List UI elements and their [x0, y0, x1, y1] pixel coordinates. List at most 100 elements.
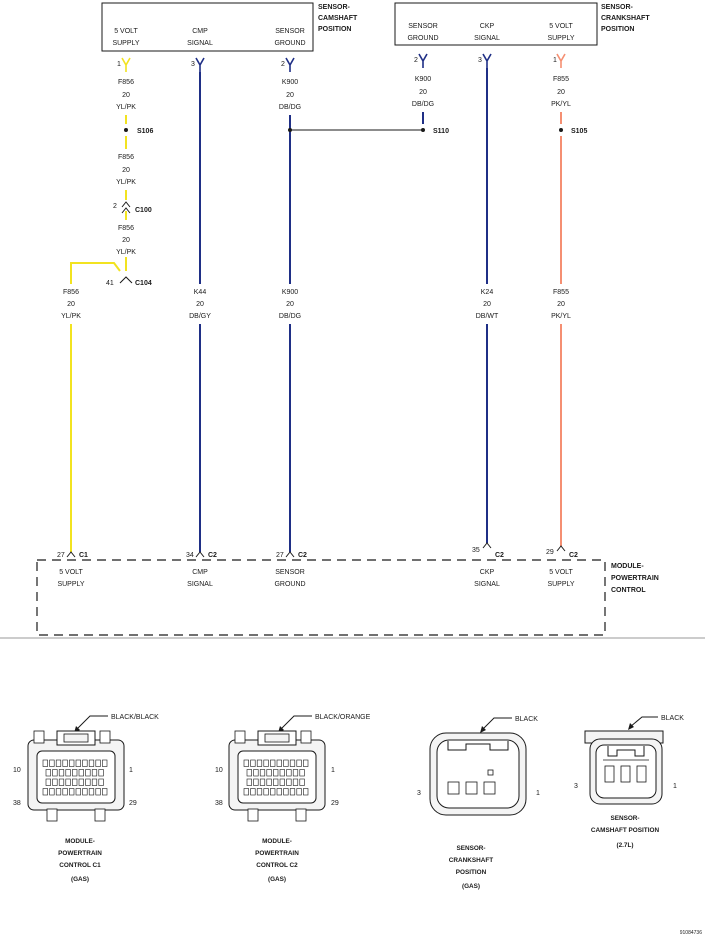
- pcm-terminal-29c2: [556, 545, 566, 552]
- connector-ear-right: [300, 730, 312, 744]
- splice-s106-label: S106: [137, 128, 153, 135]
- cavity: [276, 759, 282, 767]
- cavity: [279, 778, 285, 786]
- wire-label-k24-circuit: K24: [481, 289, 494, 296]
- connector-pin-tl: 10: [13, 767, 21, 774]
- callout-arrowhead: [480, 726, 486, 733]
- pcm-pin4-label-2: SIGNAL: [474, 581, 500, 588]
- cavity: [296, 759, 302, 767]
- wire-label-yl4-gauge: 20: [67, 301, 75, 308]
- connector-key: [447, 741, 509, 751]
- pcm-pin5-number: 29: [546, 549, 554, 556]
- cavity: [65, 769, 71, 777]
- cavity: [42, 788, 48, 796]
- connector-foot-left: [247, 808, 259, 822]
- connector-name-2: POWERTRAIN: [255, 850, 299, 857]
- pcm-pin5-label-1: 5 VOLT: [549, 569, 573, 576]
- cavity: [289, 788, 296, 796]
- wire-labels: F856 20 YL/PK F856 20 YL/PK F856 20 YL/P…: [61, 76, 571, 320]
- wire-label-k900bottom-circuit: K900: [282, 289, 298, 296]
- top-terminals: [121, 53, 566, 72]
- cavity: [289, 759, 296, 767]
- cavity-3: [447, 781, 460, 795]
- cavity: [292, 778, 299, 786]
- wire-label-yl3-circuit: F856: [118, 225, 134, 232]
- connector-name-4: (GAS): [71, 876, 89, 883]
- cavity: [88, 759, 95, 767]
- cavity: [276, 788, 282, 796]
- crank-sensor-box: [394, 2, 598, 46]
- pcm-terminal-27c2: [285, 551, 295, 558]
- connector-pin-left: 3: [417, 790, 421, 797]
- connector-name-2: POWERTRAIN: [58, 850, 102, 857]
- cavity: [303, 788, 309, 796]
- cavity: [98, 769, 104, 777]
- wire-label-k24-gauge: 20: [483, 301, 491, 308]
- connector-pin-br: 29: [331, 800, 339, 807]
- terminal-cam-5v: [121, 57, 131, 72]
- cam-pin3-label-2: SIGNAL: [187, 40, 213, 47]
- pcm-title-1: MODULE-: [611, 563, 644, 570]
- connector-name-3: POSITION: [456, 869, 487, 876]
- wire-label-yl4-color: YL/PK: [61, 313, 81, 320]
- wires: [70, 68, 562, 552]
- cavity: [263, 759, 269, 767]
- wire-label-f855bottom-gauge: 20: [557, 301, 565, 308]
- pcm-terminal-34c2: [195, 551, 205, 558]
- cavity: [279, 769, 285, 777]
- cavity: [75, 788, 81, 796]
- connector-pin-br: 29: [129, 800, 137, 807]
- cavity: [243, 788, 249, 796]
- connector-color: BLACK: [661, 715, 684, 722]
- cavity: [75, 759, 81, 767]
- connector-index-mark: [487, 769, 494, 776]
- cavity: [246, 769, 252, 777]
- cavity: [69, 788, 75, 796]
- connector-foot-right: [94, 808, 106, 822]
- pcm-pin1-number: 27: [57, 552, 65, 559]
- cavity: [259, 769, 266, 777]
- cavity: [246, 778, 252, 786]
- cam-sensor-title-1: SENSOR-: [318, 4, 351, 11]
- pcm-box: [36, 559, 606, 636]
- connector-pin-right: 1: [536, 790, 540, 797]
- wire-label-k900top-gauge: 20: [286, 92, 294, 99]
- wire-label-yl2-gauge: 20: [122, 167, 130, 174]
- cavity: [283, 759, 289, 767]
- wire-label-yl1-color: YL/PK: [116, 104, 136, 111]
- cavity: [243, 759, 249, 767]
- callout-line: [279, 715, 312, 731]
- wire-label-yl1-circuit: F856: [118, 79, 134, 86]
- cavity: [55, 759, 62, 767]
- connector-name-2: CRANKSHAFT: [449, 857, 493, 864]
- pcm-pin3-label-2: GROUND: [274, 581, 305, 588]
- connector-color: BLACK/ORANGE: [315, 714, 371, 721]
- cavity-1: [483, 781, 496, 795]
- pcm-pin3-conn: C2: [298, 552, 307, 559]
- wire-label-f855top-gauge: 20: [557, 89, 565, 96]
- cam-pin3-label-1: CMP: [192, 28, 208, 35]
- splice-s110-dot: [421, 128, 425, 132]
- cam-sensor-box: [101, 2, 314, 52]
- cavity: [88, 788, 95, 796]
- pcm-pin5-label-2: SUPPLY: [547, 581, 574, 588]
- connector-pin-left: 3: [574, 783, 578, 790]
- pcm-pin2-label-1: CMP: [192, 569, 208, 576]
- cavity: [270, 759, 276, 767]
- connector-view-pcm-c1: BLACK/BLACK 10 1 38 29 MODULE- POWERTRAI…: [13, 714, 159, 883]
- cam-pin1-label-1: 5 VOLT: [114, 28, 138, 35]
- wire-label-yl3-color: YL/PK: [116, 249, 136, 256]
- cavity: [85, 769, 91, 777]
- connector-name-4: (GAS): [462, 883, 480, 890]
- cavity-1: [636, 765, 647, 783]
- cavity: [286, 778, 292, 786]
- connector-foot-left: [46, 808, 58, 822]
- wire-label-k900bottom-gauge: 20: [286, 301, 294, 308]
- crank-pin2-label-2: GROUND: [407, 35, 438, 42]
- wire-label-k24-color: DB/WT: [476, 313, 499, 320]
- cavity: [45, 769, 51, 777]
- terminal-cam-cmp: [195, 57, 205, 72]
- cavity: [78, 778, 84, 786]
- cavity-3: [604, 765, 615, 783]
- cam-pin1-number: 1: [117, 61, 121, 68]
